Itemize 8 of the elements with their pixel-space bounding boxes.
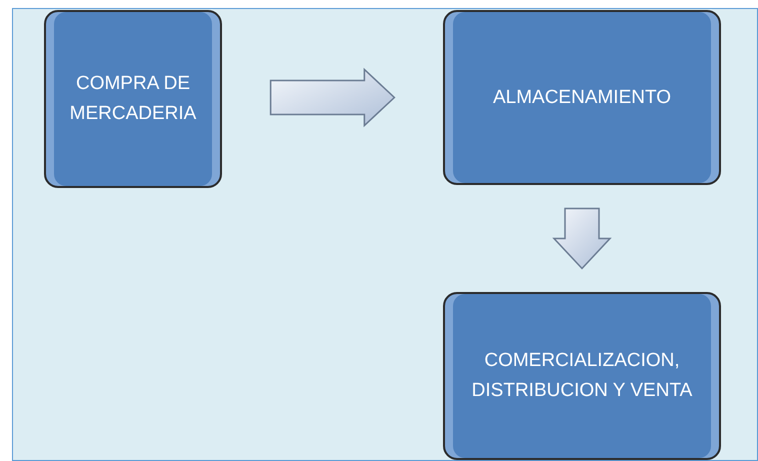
process-box [443, 10, 721, 185]
box-label: ALMACENAMIENTO [492, 86, 672, 110]
process-box [44, 10, 222, 188]
block-arrow [552, 208, 612, 270]
box-label: COMERCIALIZACION, DISTRIBUCION Y VENTA [470, 349, 694, 403]
block-arrow [270, 68, 396, 128]
box-label: COMPRA DE MERCADERIA [68, 72, 198, 126]
process-box [443, 292, 721, 460]
